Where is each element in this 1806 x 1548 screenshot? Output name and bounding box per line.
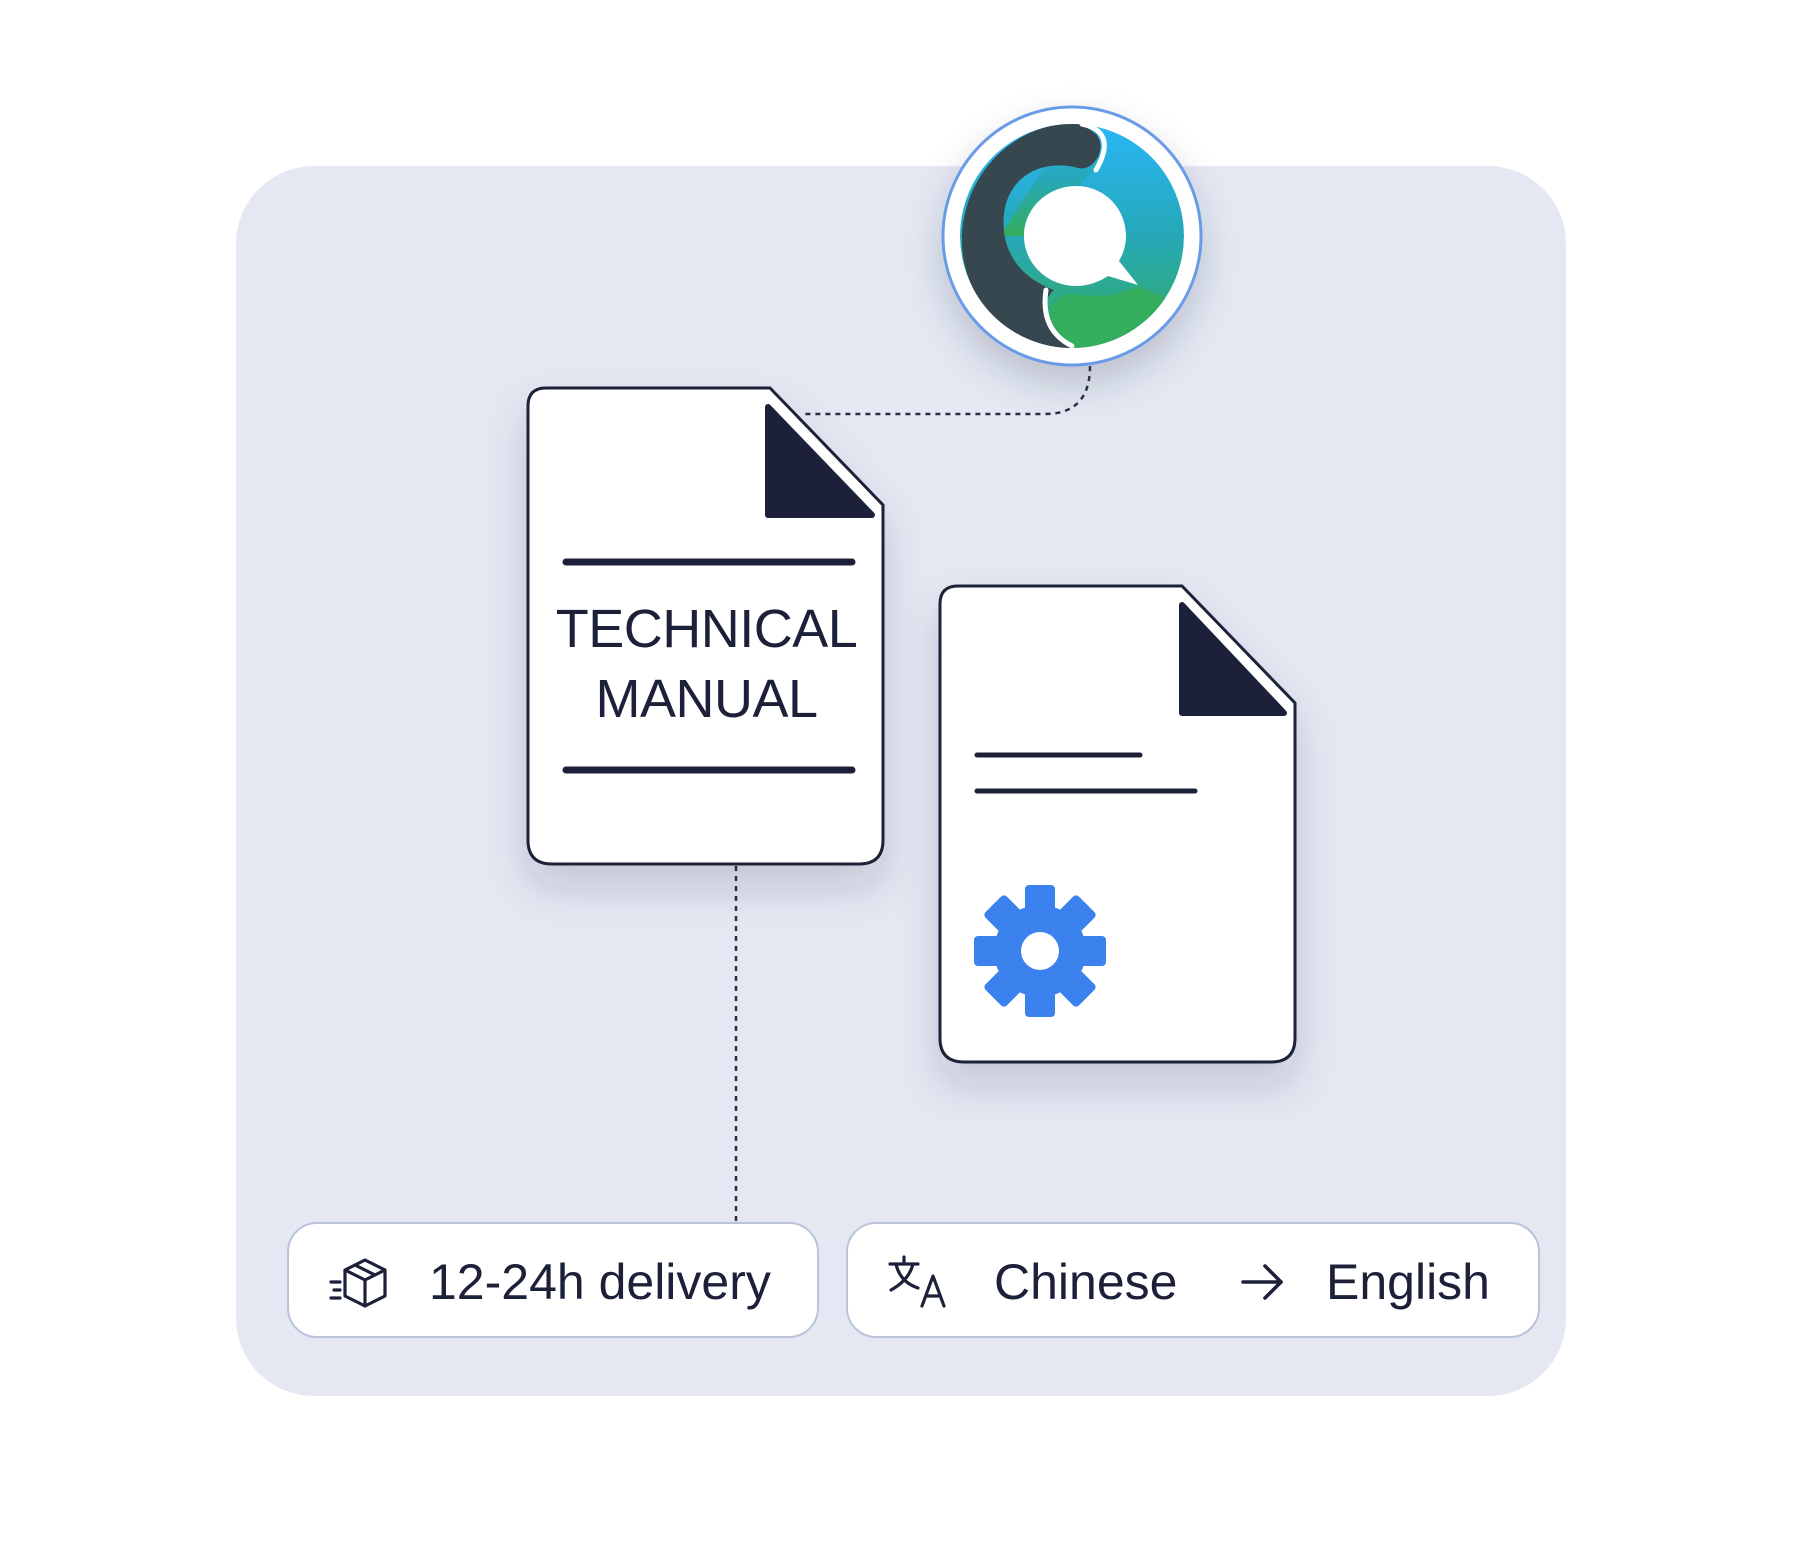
delivery-pill: 12-24h delivery bbox=[287, 1222, 819, 1338]
gear-icon bbox=[974, 885, 1106, 1017]
fast-delivery-box-icon bbox=[329, 1258, 387, 1308]
source-language: Chinese bbox=[994, 1254, 1178, 1310]
document-title-line-1: TECHNICAL bbox=[555, 599, 858, 659]
target-language: English bbox=[1326, 1254, 1490, 1310]
translate-icon bbox=[888, 1255, 946, 1308]
delivery-label: 12-24h delivery bbox=[429, 1254, 771, 1310]
background-panel bbox=[236, 166, 1566, 1396]
manual-folded-corner bbox=[765, 404, 875, 518]
document-title: TECHNICAL MANUAL bbox=[530, 594, 883, 734]
translated-folded-corner bbox=[1179, 602, 1287, 716]
chat-bubble-logo-icon bbox=[941, 105, 1203, 367]
language-pair-pill: Chinese English bbox=[846, 1222, 1540, 1338]
document-title-line-2: MANUAL bbox=[595, 669, 818, 729]
arrow-right-icon bbox=[1241, 1264, 1283, 1300]
connector-logo-to-manual bbox=[802, 365, 1092, 416]
logo-speech-bubble bbox=[1024, 186, 1138, 286]
